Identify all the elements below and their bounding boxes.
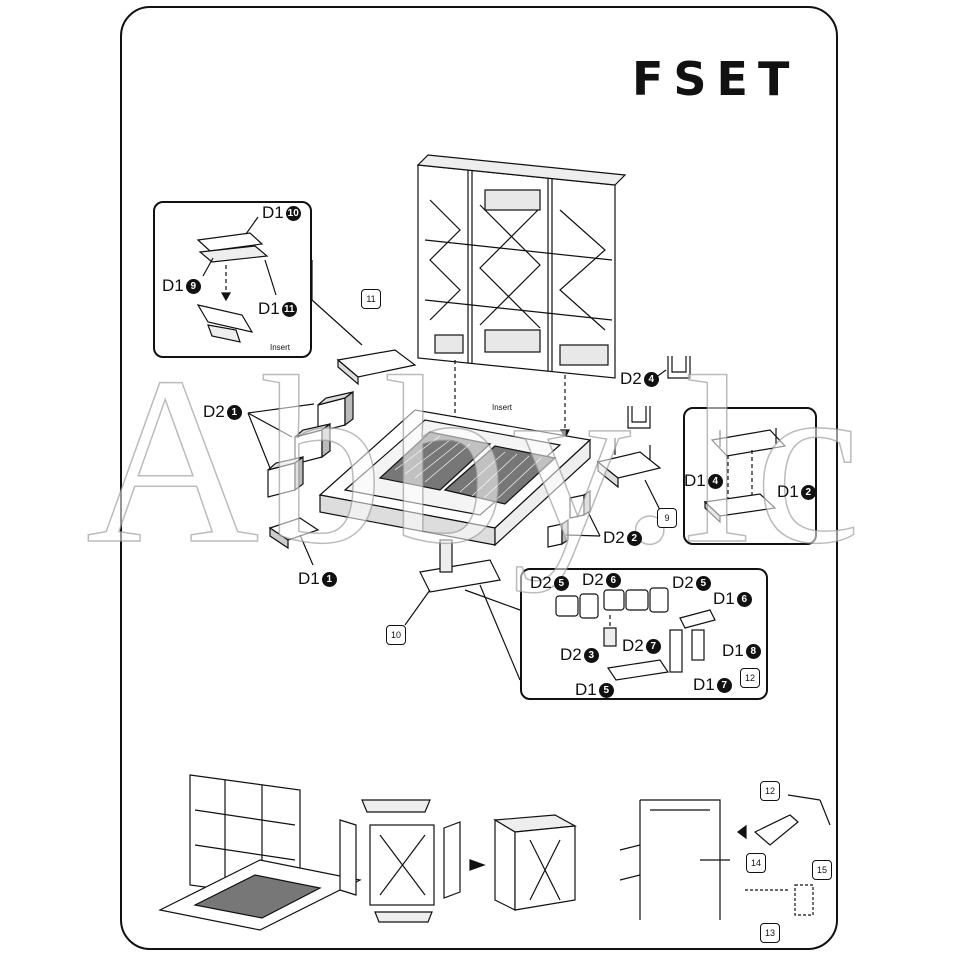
step-marker-11: 11 — [361, 289, 381, 309]
step-marker-14: 14 — [746, 853, 766, 873]
base-platform — [318, 409, 592, 547]
insert-note-main: Insert — [492, 403, 513, 412]
back-wall-panel — [416, 154, 627, 379]
d2-1-boxes — [247, 390, 354, 498]
arm-stand-thumbnail — [619, 794, 831, 920]
arm-parts — [555, 587, 716, 681]
insert-note-callout: Insert — [270, 343, 291, 352]
step-marker-13: 13 — [760, 923, 780, 943]
assembled-cube-thumbnail — [493, 814, 577, 911]
page-title: FSET — [632, 52, 800, 106]
step-marker-10: 10 — [386, 625, 406, 645]
step-marker-9: 9 — [657, 508, 677, 528]
assembled-hangar-thumbnail — [158, 774, 362, 931]
callout-box-right — [683, 407, 817, 545]
exploded-cube-thumbnail — [339, 799, 461, 923]
step-marker-15: 15 — [812, 860, 832, 880]
step-marker-12: 12 — [760, 781, 780, 801]
step-marker-12-callout: 12 — [740, 668, 760, 688]
